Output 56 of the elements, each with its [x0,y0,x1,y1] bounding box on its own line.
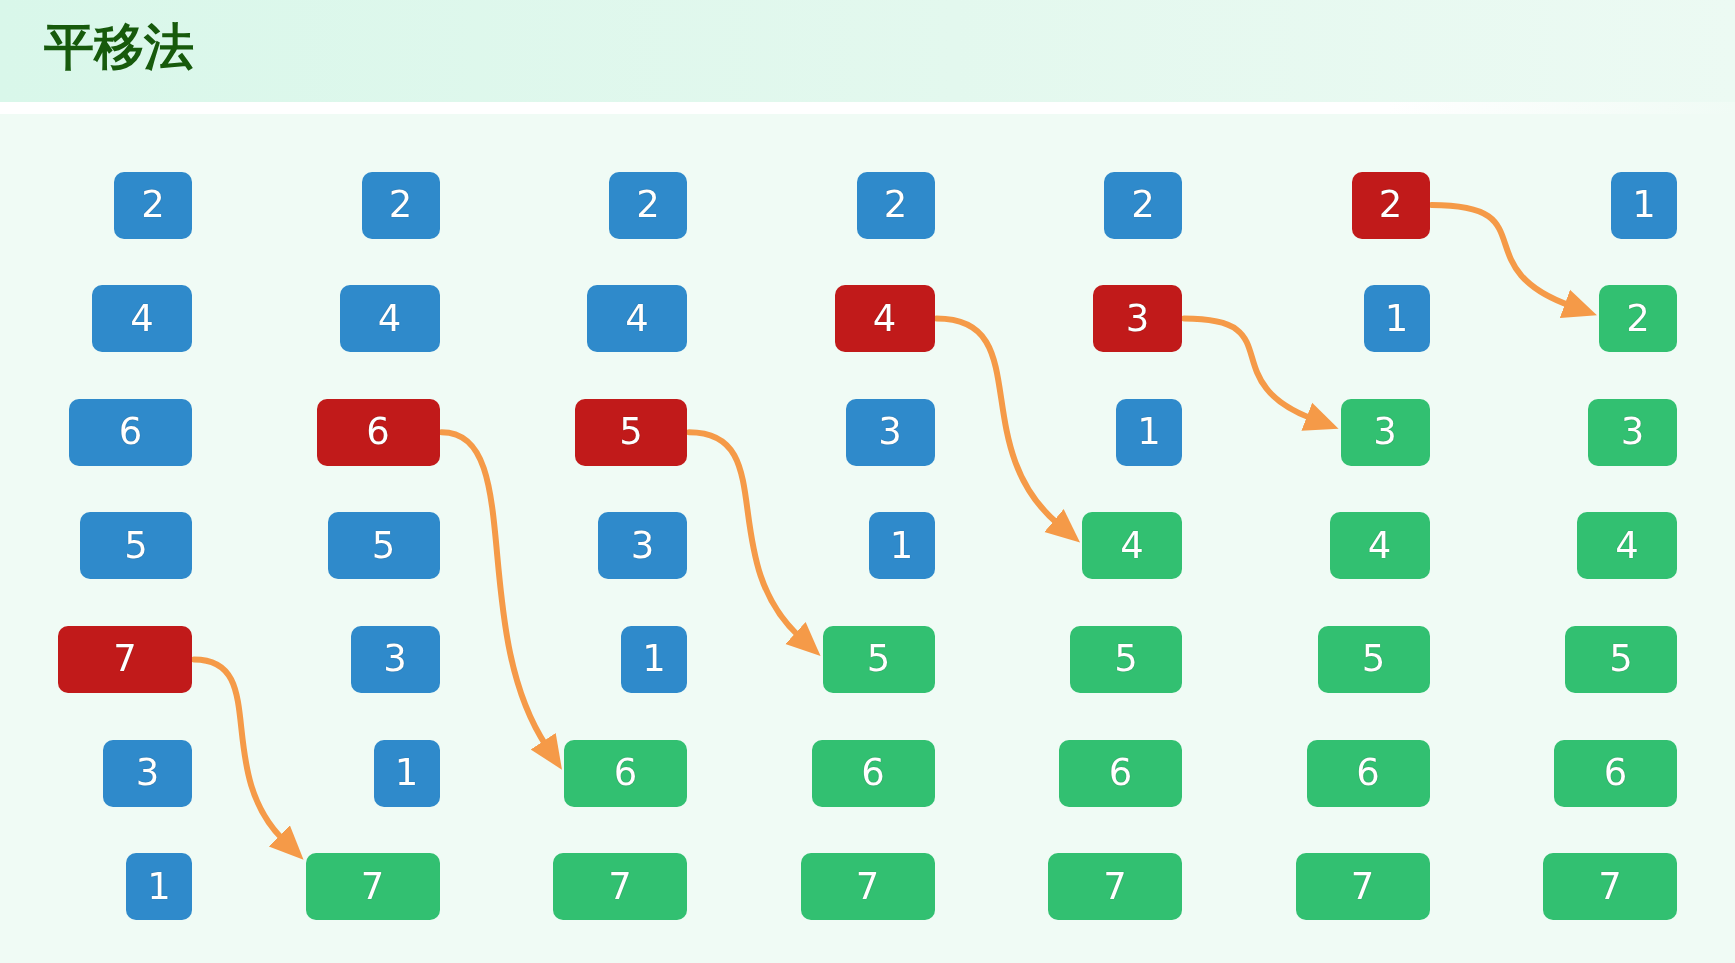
number-box: 6 [1059,739,1182,807]
number-box: 4 [1082,512,1182,580]
number-box: 1 [1363,285,1430,353]
number-box: 2 [1599,285,1677,353]
number-box: 1 [868,512,935,580]
number-box: 5 [822,625,935,693]
number-box: 4 [834,285,935,353]
number-box: 1 [126,853,192,921]
number-box: 5 [1565,625,1677,693]
number-box: 7 [800,853,935,921]
number-box: 5 [1317,625,1430,693]
number-box: 3 [103,739,192,807]
number-box: 2 [114,171,192,239]
number-box: 3 [1093,285,1182,353]
number-box: 4 [339,285,440,353]
number-box: 3 [845,398,935,466]
number-box: 6 [811,739,935,807]
curved-arrow [686,429,819,658]
number-box: 5 [327,512,440,580]
number-box: 6 [564,739,687,807]
curved-arrow [438,429,560,771]
number-box: 5 [80,512,192,580]
number-box: 6 [1554,739,1677,807]
number-box: 1 [1116,398,1182,466]
number-box: 6 [1306,739,1430,807]
number-box: 2 [361,171,440,239]
number-box: 3 [1588,398,1677,466]
number-box: 7 [1543,853,1677,921]
number-box: 7 [1295,853,1430,921]
curved-arrow [191,656,302,862]
number-box: 1 [1611,171,1677,239]
number-box: 5 [575,398,687,466]
number-box: 3 [598,512,687,580]
number-box: 4 [92,285,192,353]
number-box: 7 [305,853,440,921]
number-box: 3 [350,625,440,693]
number-box: 2 [609,171,687,239]
title: 平移法 [44,20,194,74]
number-box: 2 [856,171,935,239]
number-box: 7 [58,625,192,693]
number-box: 3 [1340,398,1430,466]
number-box: 1 [373,739,440,807]
number-box: 4 [1577,512,1677,580]
curved-arrow [933,315,1079,545]
number-box: 2 [1104,171,1182,239]
number-box: 6 [69,398,192,466]
number-box: 2 [1351,171,1430,239]
curved-arrow [1428,202,1597,318]
number-box: 7 [1048,853,1182,921]
number-box: 4 [1329,512,1430,580]
number-box: 5 [1070,625,1182,693]
curved-arrow [1181,315,1338,431]
number-box: 7 [553,853,687,921]
number-box: 6 [316,398,440,466]
number-box: 1 [621,625,687,693]
number-box: 4 [587,285,687,353]
